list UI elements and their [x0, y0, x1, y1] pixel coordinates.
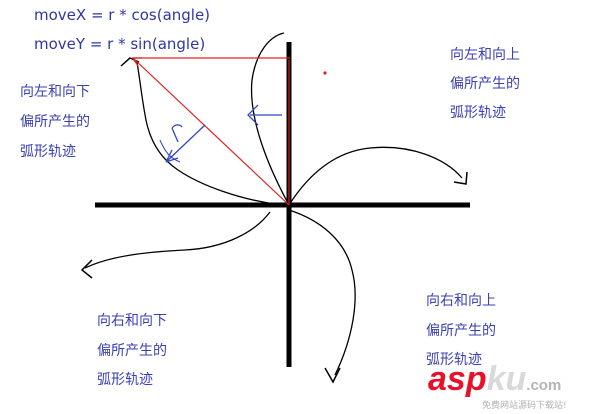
- watermark-brand-red: asp: [428, 360, 487, 398]
- bottom-left-caption-line-3: 弧形轨迹: [97, 372, 153, 388]
- right-petal-curve: [288, 146, 463, 206]
- watermark-tagline: 免费网站源码下载站!: [482, 401, 567, 411]
- watermark-brand-gray: ku: [486, 360, 527, 398]
- blue-arc-trace: [159, 139, 181, 163]
- top-left-caption-line-1: 向左和向下: [20, 84, 90, 100]
- bottom-left-caption-line-2: 偏所产生的: [97, 343, 167, 359]
- lower-right-arrowhead: [324, 367, 341, 384]
- blue-left-arrowhead: [247, 104, 259, 126]
- top-left-caption-line-3: 弧形轨迹: [20, 144, 76, 160]
- upper-left-outer-curve: [136, 61, 283, 206]
- red-radius-line: [132, 57, 290, 206]
- top-left-caption-line-2: 偏所产生的: [20, 114, 90, 130]
- blue-radius-glyph: [171, 124, 183, 143]
- top-right-caption-line-3: 弧形轨迹: [450, 105, 506, 121]
- lower-right-petal-curve: [288, 209, 356, 376]
- top-right-caption-line-1: 向左和向上: [450, 47, 520, 63]
- bottom-left-caption-line-1: 向右和向下: [97, 313, 167, 329]
- upper-left-petal-curve: [250, 32, 290, 206]
- bottom-right-caption-line-1: 向右和向上: [426, 293, 496, 309]
- top-right-caption-line-2: 偏所产生的: [450, 76, 520, 92]
- aspku-watermark-logo: aspku.com: [428, 362, 561, 396]
- watermark-brand-tld: .com: [526, 377, 562, 394]
- move-x-formula: moveX = r * cos(angle): [34, 6, 211, 24]
- right-arrowhead: [453, 171, 468, 185]
- move-y-formula: moveY = r * sin(angle): [34, 35, 206, 53]
- upper-left-arrowhead: [120, 57, 140, 67]
- lower-left-arrowhead: [80, 259, 93, 279]
- red-mark: [323, 71, 327, 75]
- lower-left-petal-curve: [84, 211, 271, 269]
- bottom-right-caption-line-2: 偏所产生的: [426, 323, 496, 339]
- blue-radius-indicator: [165, 124, 206, 163]
- red-arrowhead: [131, 57, 142, 67]
- bottom-right-caption-line-3: 弧形轨迹: [426, 352, 482, 368]
